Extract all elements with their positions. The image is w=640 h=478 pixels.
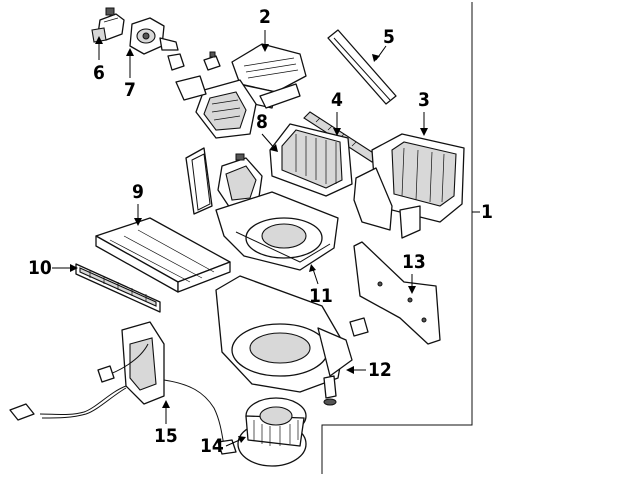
callout-14: 14	[200, 435, 224, 457]
callout-4: 4	[331, 89, 343, 111]
part-12-blower-housing	[215, 275, 369, 406]
part-5-filter-strip	[327, 29, 397, 105]
callout-13: 13	[402, 251, 426, 273]
part-2-duct	[175, 43, 307, 139]
part-3-housing	[353, 133, 465, 239]
part-15-harness	[9, 321, 237, 455]
callout-7: 7	[124, 79, 136, 101]
callout-15: 15	[154, 425, 178, 447]
callout-1: 1	[481, 201, 493, 223]
callout-5: 5	[383, 26, 395, 48]
callout-9: 9	[132, 181, 144, 203]
part-10-filter-cover	[75, 263, 161, 313]
part-8-evaporator	[269, 123, 353, 197]
part-filter-frame	[185, 147, 213, 215]
assembly-boundary	[321, 2, 473, 474]
part-module	[217, 153, 263, 209]
leader-arrowheads	[70, 36, 428, 443]
part-14-blower-fan	[237, 397, 307, 467]
part-13-panel	[353, 241, 441, 345]
part-7-motor	[129, 17, 221, 71]
callout-6: 6	[93, 62, 105, 84]
callout-3: 3	[418, 89, 430, 111]
callout-10: 10	[28, 257, 52, 279]
part-6-actuator	[91, 7, 125, 43]
callout-2: 2	[259, 6, 271, 28]
callout-8: 8	[256, 111, 268, 133]
callout-11: 11	[309, 285, 333, 307]
callout-12: 12	[368, 359, 392, 381]
part-9-cabin-filter	[95, 217, 231, 293]
part-11-blower-case	[215, 191, 339, 271]
